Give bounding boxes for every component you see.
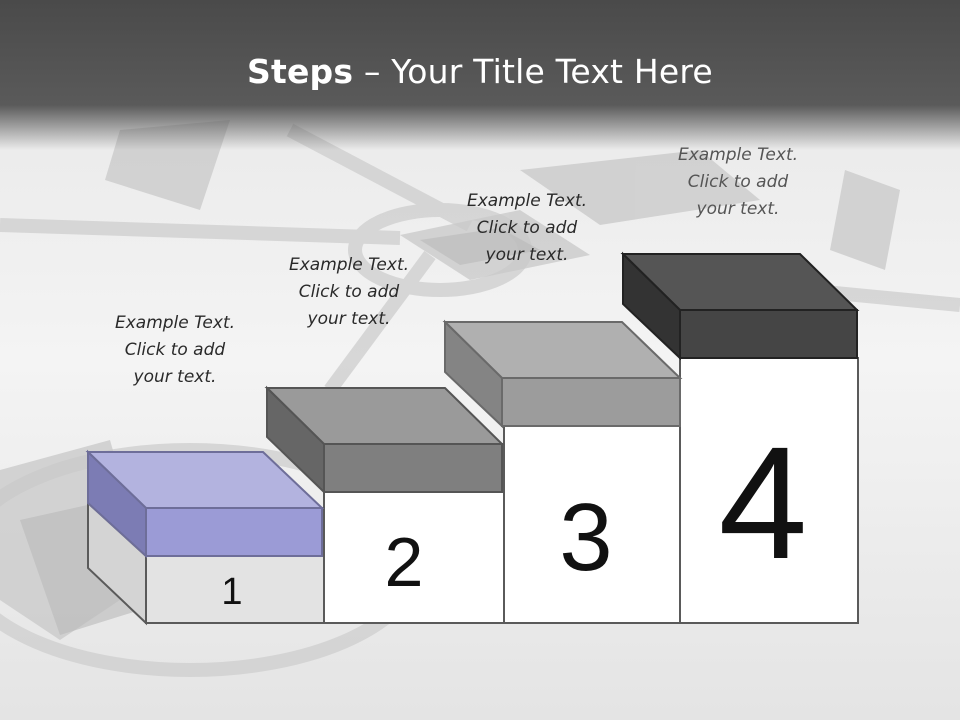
step-columns bbox=[87, 357, 859, 626]
step-2-caption[interactable]: Example Text. Click to add your text. bbox=[249, 252, 449, 333]
caption-line: Example Text. bbox=[677, 145, 799, 165]
caption-line: Example Text. bbox=[466, 191, 588, 211]
caption-line: your text. bbox=[307, 309, 391, 329]
caption-line: Click to add bbox=[687, 172, 789, 192]
caption-line: your text. bbox=[133, 367, 217, 387]
step-3-number: 3 bbox=[559, 484, 612, 591]
caption-line: Click to add bbox=[124, 340, 226, 360]
step-1-block[interactable] bbox=[85, 449, 325, 559]
caption-line: Click to add bbox=[476, 218, 578, 238]
step-2-number: 2 bbox=[385, 523, 424, 601]
title-rest: – Your Title Text Here bbox=[353, 52, 713, 91]
title-bold: Steps bbox=[247, 52, 354, 91]
step-3-caption[interactable]: Example Text. Click to add your text. bbox=[427, 188, 627, 269]
step-4-caption[interactable]: Example Text. Click to add your text. bbox=[638, 142, 838, 223]
step-2-block[interactable] bbox=[264, 385, 505, 495]
caption-line: your text. bbox=[485, 245, 569, 265]
step-4-column bbox=[679, 357, 859, 624]
caption-line: Example Text. bbox=[288, 255, 410, 275]
step-1-caption[interactable]: Example Text. Click to add your text. bbox=[75, 310, 275, 391]
caption-line: Click to add bbox=[298, 282, 400, 302]
slide-title[interactable]: Steps – Your Title Text Here bbox=[0, 52, 960, 91]
header-bar: Steps – Your Title Text Here bbox=[0, 0, 960, 150]
step-4-number: 4 bbox=[719, 413, 808, 592]
caption-line: Example Text. bbox=[114, 313, 236, 333]
step-4-block[interactable] bbox=[620, 251, 860, 361]
caption-line: your text. bbox=[696, 199, 780, 219]
step-3-column bbox=[503, 425, 681, 624]
step-3-block[interactable] bbox=[442, 319, 683, 429]
step-1-number: 1 bbox=[221, 571, 242, 613]
